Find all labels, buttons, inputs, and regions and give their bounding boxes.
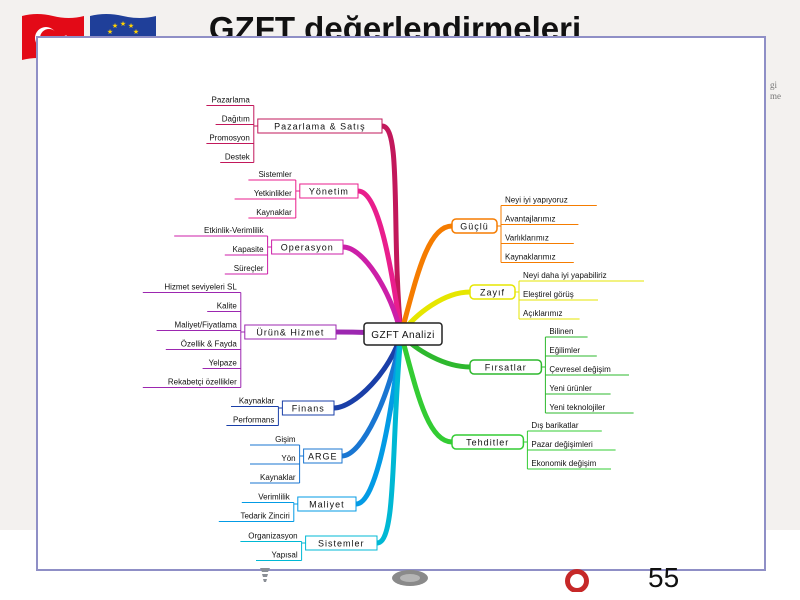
item-pazarlama: Pazarlama [212,96,251,105]
branch-yonetim-stem [295,180,300,218]
svg-text:★: ★ [107,28,113,36]
center-node [363,322,443,346]
branch-yonetim-connector [355,188,404,337]
footer-logo-seal [562,566,592,597]
item-kaynaklar: Kaynaklar [239,397,275,406]
item-dis-barikatlar: Dış barikatlar [531,421,578,430]
center-node-label: GZFT Analizi [371,330,435,341]
branch-finans-stem [277,406,283,426]
footer-logo-left [258,566,272,589]
item-egilimler: Eğilimler [549,346,580,355]
branch-zayif-label: Zayıf [480,288,505,298]
page-number: 55 [648,562,680,593]
branch-tehditler-connector [398,331,455,445]
item-varliklarimiz: Varlıklarımız [505,234,549,243]
item-kapasite: Kapasite [232,245,264,254]
branch-sistemler-connector [374,331,404,546]
item-organizasyon: Organizasyon [248,532,297,541]
branch-zayif-stem [515,281,520,319]
item-pazar-degisimleri: Pazar değişimleri [531,440,593,449]
svg-text:★: ★ [112,22,118,30]
branch-maliyet-label: Maliyet [309,500,345,510]
branch-tehditler-label: Tehditler [466,438,509,448]
item-yeni-urunler: Yeni ürünler [549,384,592,393]
item-destek: Destek [225,153,251,162]
node-layer: Pazarlama & Satış PazarlamaDağıtımPromosy… [142,96,644,561]
item-yeni-teknolojiler: Yeni teknolojiler [549,403,605,412]
item-surecler: Süreçler [234,264,264,273]
item-rekabetci-ozellikler: Rekabetçi özellikler [168,378,237,387]
item-yon: Yön [281,454,295,463]
item-verimlilik: Verimlilik [258,493,291,502]
branch-finans-label: Finans [292,404,325,414]
branch-operasyon-stem [267,236,272,274]
branch-sistemler-stem [301,541,306,561]
item-ozellik-fayda: Özellik & Fayda [181,340,238,349]
item-hizmet-seviyeleri-sl: Hizmet seviyeleri SL [164,283,237,292]
item-yelpaze: Yelpaze [209,359,238,368]
item-kalite: Kalite [217,302,238,311]
item-elestirel-gorus: Eleştirel görüş [523,290,574,299]
item-yetkinlikler: Yetkinlikler [254,189,292,198]
branch-pazarlama-satis-stem [253,105,258,163]
item-tedarik-zinciri: Tedarik Zinciri [240,512,290,521]
branch-maliyet-stem [293,502,298,522]
item-neyi-daha-iyi-yapabiliriz: Neyi daha iyi yapabiliriz [523,271,607,280]
branch-operasyon-label: Operasyon [281,243,334,253]
item-neyi-iyi-yapiyoruz: Neyi iyi yapıyoruz [505,196,568,205]
branch-firsatlar-label: Fırsatlar [485,363,527,373]
footer-logo-center [390,566,430,593]
item-kaynaklar: Kaynaklar [256,208,292,217]
branch-urun-hizmet-stem [240,292,245,388]
branch-tehditler-stem [523,431,528,469]
item-aciklarimiz: Açıklarımız [523,309,563,318]
branch-arge-label: ARGE [308,452,338,462]
item-kaynaklar: Kaynaklar [260,473,296,482]
branch-operasyon-connector [340,244,404,337]
item-cevresel-degisim: Çevresel değişim [549,365,611,374]
item-avantajlarimiz: Avantajlarımız [505,215,556,224]
branch-yonetim-label: Yönetim [309,187,349,197]
svg-text:★: ★ [120,20,126,28]
item-bilinen: Bilinen [549,327,573,336]
item-ekonomik-degisim: Ekonomik değişim [531,459,596,468]
branch-pazarlama-satis-label: Pazarlama & Satış [274,122,366,132]
branch-urun-hizmet-label: Ürün& Hizmet [256,328,324,338]
item-gisim: Gişim [275,435,296,444]
item-maliyet-fiyatlama: Maliyet/Fiyatlama [175,321,238,330]
branch-sistemler-label: Sistemler [318,539,365,549]
item-performans: Performans [233,416,274,425]
item-kaynaklarimiz: Kaynaklarımız [505,253,556,262]
svg-text:★: ★ [128,22,134,30]
svg-text:★: ★ [133,28,139,36]
item-yapisal: Yapısal [272,551,298,560]
item-dagitim: Dağıtım [222,115,250,124]
item-promosyon: Promosyon [209,134,249,143]
branch-firsatlar-stem [541,337,546,413]
branch-pazarlama-satis-connector [379,123,404,337]
branch-guclu-stem [497,205,502,263]
branch-guclu-label: Güçlü [460,222,489,232]
item-sistemler: Sistemler [258,170,292,179]
branch-guclu-connector [398,223,455,337]
branch-arge-stem [299,445,304,483]
item-etkinlik-verimlilik: Etkinlik-Verimlilik [204,226,265,235]
